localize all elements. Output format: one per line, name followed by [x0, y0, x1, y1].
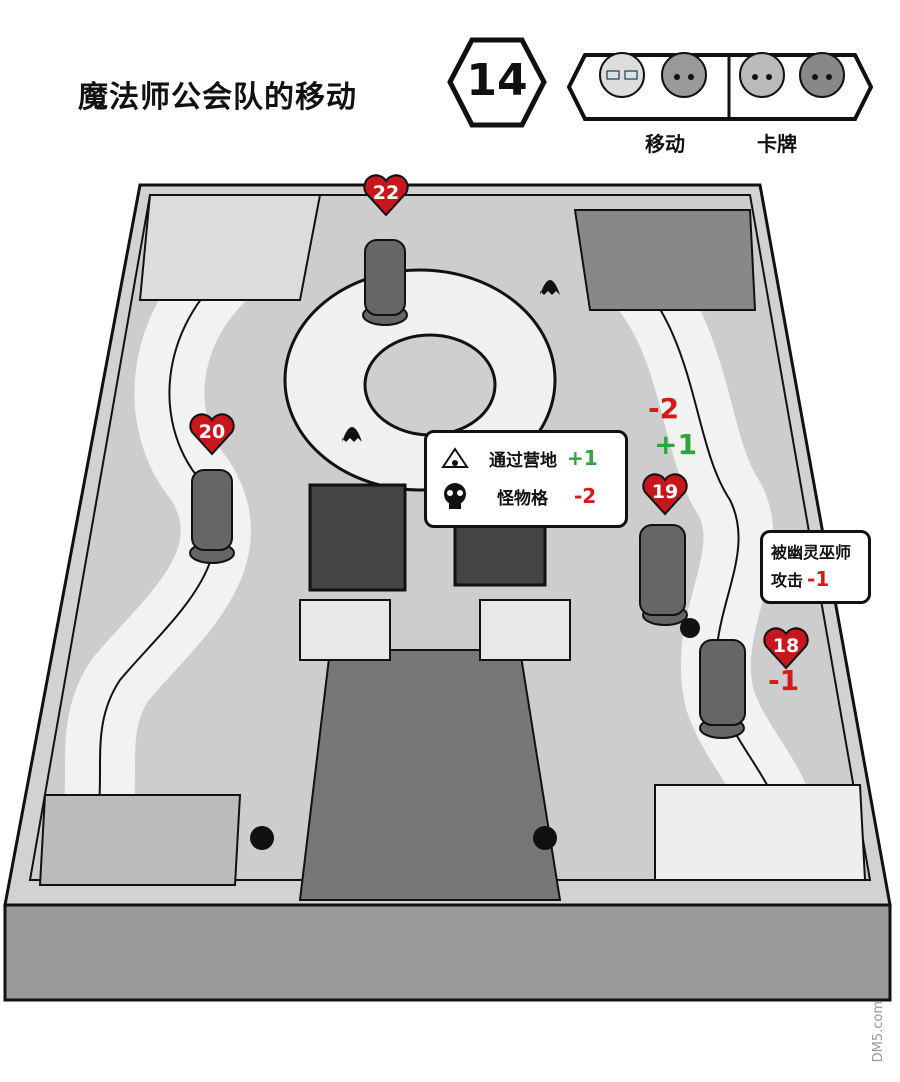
order-label-move: 移动 [645, 132, 685, 156]
player-hp-marker: 18 [762, 626, 810, 670]
player-hp-marker: 19 [641, 472, 689, 516]
portrait-icon [661, 52, 707, 98]
turn-number: 14 [466, 55, 528, 106]
hexagon-icon [447, 37, 547, 128]
hp-value: 18 [772, 635, 800, 657]
legend-delta: +1 [567, 446, 598, 470]
hp-change-minus-two: -2 [648, 392, 680, 425]
player-hp-marker: 20 [188, 412, 236, 456]
portrait-icon [599, 52, 645, 98]
legend-label: 怪物格 [497, 488, 548, 509]
attack-delta: -1 [807, 567, 830, 591]
order-label-card: 卡牌 [757, 132, 797, 156]
turn-order-bar [565, 45, 873, 125]
attack-bubble: 被幽灵巫师 攻击 -1 [760, 530, 871, 604]
heart-icon [642, 473, 688, 516]
heart-icon [763, 627, 809, 670]
watermark: DM5.com [871, 1000, 886, 1062]
legend-label: 通过营地 [489, 450, 557, 471]
hp-change-plus-one: +1 [654, 428, 697, 461]
heart-icon [363, 174, 409, 217]
page-title: 魔法师公会队的移动 [78, 80, 357, 115]
legend-row-camp: 通过营地 +1 [427, 433, 625, 475]
portrait-icon [739, 52, 785, 98]
portrait-icon [799, 52, 845, 98]
hp-value: 22 [372, 182, 400, 204]
legend-bubble: 通过营地 +1 怪物格 -2 [424, 430, 628, 528]
hp-value: 19 [651, 481, 679, 503]
legend-delta: -2 [574, 484, 597, 508]
legend-row-monster: 怪物格 -2 [427, 475, 625, 513]
skull-icon [444, 483, 466, 509]
turn-counter-badge: 14 [447, 35, 547, 130]
attack-line2: 攻击 [771, 571, 804, 590]
player-hp-marker: 22 [362, 173, 410, 217]
camp-icon [441, 447, 469, 468]
attack-line1: 被幽灵巫师 [771, 543, 852, 562]
hp-change-minus-one: -1 [768, 664, 800, 697]
heart-icon [189, 413, 235, 456]
hp-value: 20 [198, 421, 226, 443]
